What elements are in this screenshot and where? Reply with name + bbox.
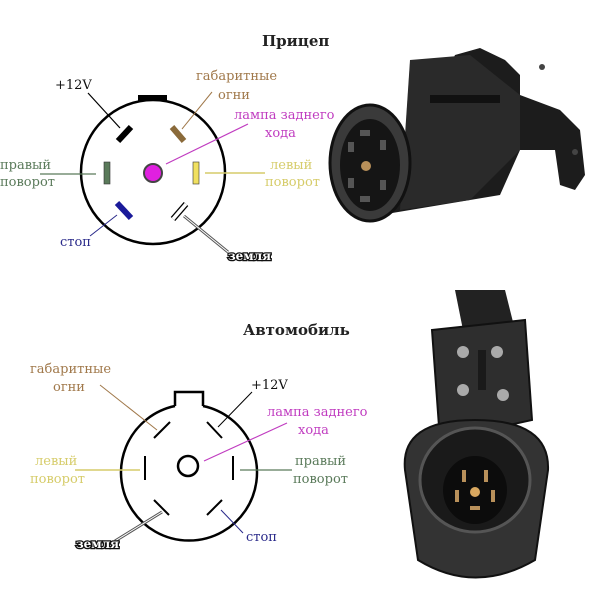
pin-12v <box>206 421 223 439</box>
leader-marker <box>181 91 213 130</box>
label-12v: +12V <box>55 78 92 93</box>
trailer-connector-diagram: +12V габаритные огни лампа заднего хода … <box>0 69 335 264</box>
car-socket-photo <box>403 290 550 579</box>
label-marker-1: габаритные <box>30 362 111 377</box>
label-reverse-2: хода <box>298 423 329 438</box>
leader-12v <box>217 391 253 428</box>
pin-stop <box>114 200 134 221</box>
leader-marker <box>99 384 158 431</box>
leader-stop <box>220 509 244 534</box>
connector-outline <box>119 404 259 542</box>
label-right-1: правый <box>295 454 346 469</box>
label-right-2: поворот <box>0 175 55 190</box>
label-left-2: поворот <box>30 472 85 487</box>
label-stop: стоп <box>60 235 91 250</box>
pin-reverse <box>143 163 163 183</box>
label-left-2: поворот <box>265 175 320 190</box>
label-ground: земля <box>76 537 119 551</box>
label-marker-2: огни <box>218 88 250 103</box>
leader-stop <box>89 214 118 237</box>
pin-left-turn <box>192 161 200 185</box>
pin-ground <box>153 499 170 516</box>
label-reverse-1: лампа заднего <box>267 405 368 420</box>
pin-12v <box>115 124 134 144</box>
leader-reverse <box>165 123 249 165</box>
label-12v: +12V <box>251 378 288 393</box>
car-title: Автомобиль <box>243 321 350 339</box>
pin-marker <box>169 125 187 143</box>
leader-reverse <box>203 422 288 462</box>
label-reverse-1: лампа заднего <box>234 108 335 123</box>
label-right-2: поворот <box>293 472 348 487</box>
label-left-1: левый <box>35 454 77 469</box>
key-tab <box>173 390 205 406</box>
label-reverse-2: хода <box>265 126 296 141</box>
label-stop: стоп <box>246 530 277 545</box>
car-connector-diagram: габаритные огни +12V лампа заднего хода … <box>30 362 368 552</box>
label-marker-2: огни <box>53 380 85 395</box>
pin-right-turn <box>103 161 111 185</box>
label-left-1: левый <box>270 158 312 173</box>
trailer-plug-photo <box>328 48 585 223</box>
pin-marker <box>153 421 171 439</box>
leader-12v <box>87 92 121 129</box>
label-ground: земля <box>228 249 271 263</box>
label-marker-1: габаритные <box>196 69 277 84</box>
label-right-1: правый <box>0 158 51 173</box>
trailer-title: Прицеп <box>262 32 329 50</box>
pin-stop <box>206 499 223 516</box>
pin-reverse <box>176 454 200 478</box>
